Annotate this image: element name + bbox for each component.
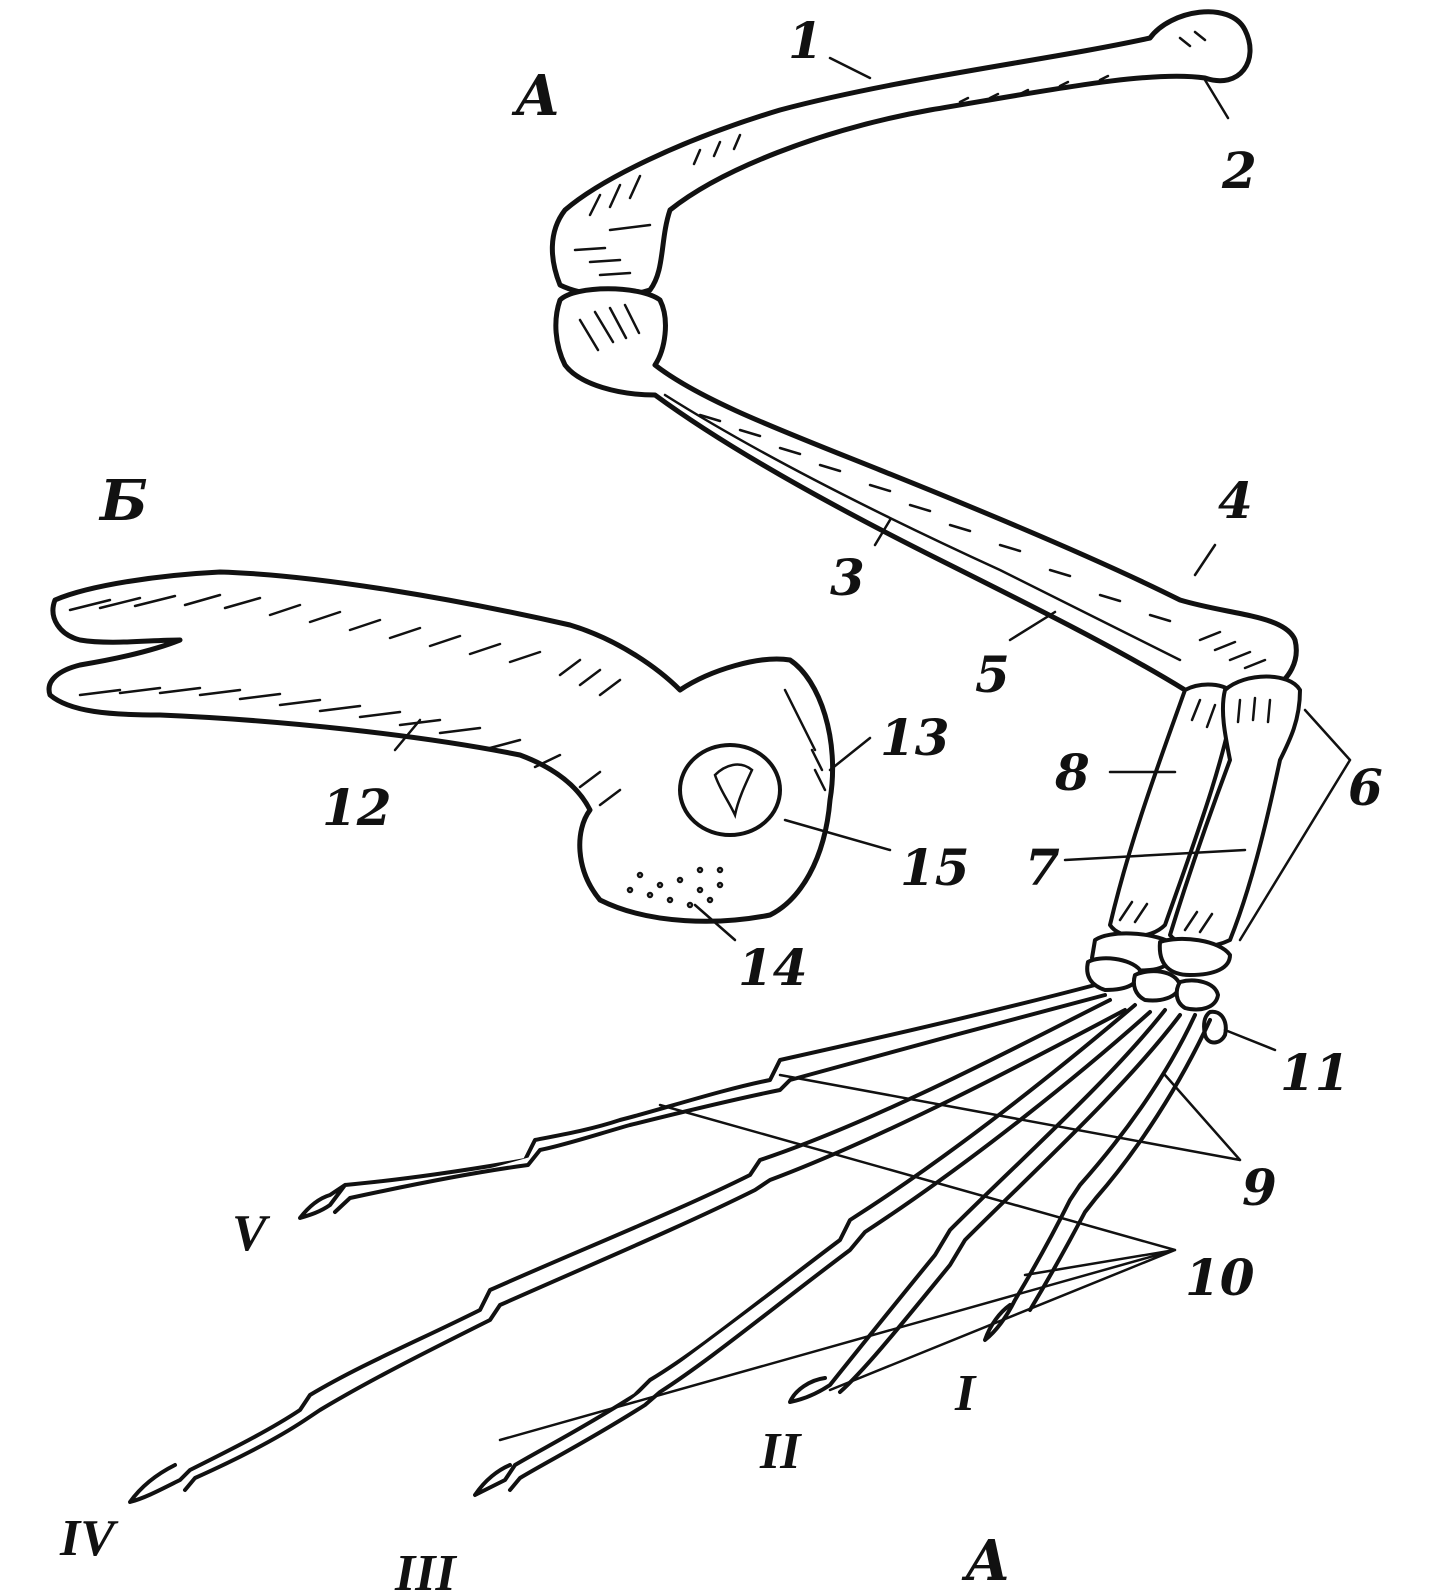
label-15: 15 (900, 838, 970, 897)
radioulna (553, 286, 1299, 695)
digit-i (983, 1013, 1212, 1342)
digit-label-iii: III (394, 1545, 457, 1593)
label-8: 8 (1054, 743, 1090, 802)
proximal-tarsals (1108, 674, 1302, 949)
label-6: 6 (1348, 758, 1383, 817)
label-5: 5 (975, 645, 1010, 704)
digit-label-ii: II (759, 1423, 802, 1480)
label-2: 2 (1221, 141, 1257, 200)
label-1: 1 (788, 11, 823, 70)
label-4: 4 (1218, 471, 1253, 530)
label-3: 3 (830, 548, 865, 607)
pelvic-girdle (46, 569, 836, 924)
label-14: 14 (738, 938, 808, 997)
digit-iv (128, 998, 1127, 1504)
digit-label-i: I (954, 1365, 977, 1422)
digit-label-iv: IV (59, 1510, 119, 1567)
panel-a-bottom-label: А (961, 1528, 1011, 1593)
leader-lines (393, 56, 1352, 1442)
panel-b-label: Б (98, 468, 148, 534)
label-10: 10 (1185, 1248, 1255, 1307)
label-7: 7 (1025, 838, 1060, 897)
label-9: 9 (1242, 1158, 1277, 1217)
label-12: 12 (322, 778, 392, 837)
digit-iii (473, 1003, 1152, 1497)
label-11: 11 (1280, 1043, 1350, 1102)
digit-v (298, 983, 1107, 1220)
digit-label-v: V (232, 1205, 271, 1262)
label-13: 13 (880, 708, 950, 767)
humerus (549, 9, 1253, 298)
panel-a-label: А (511, 63, 561, 129)
